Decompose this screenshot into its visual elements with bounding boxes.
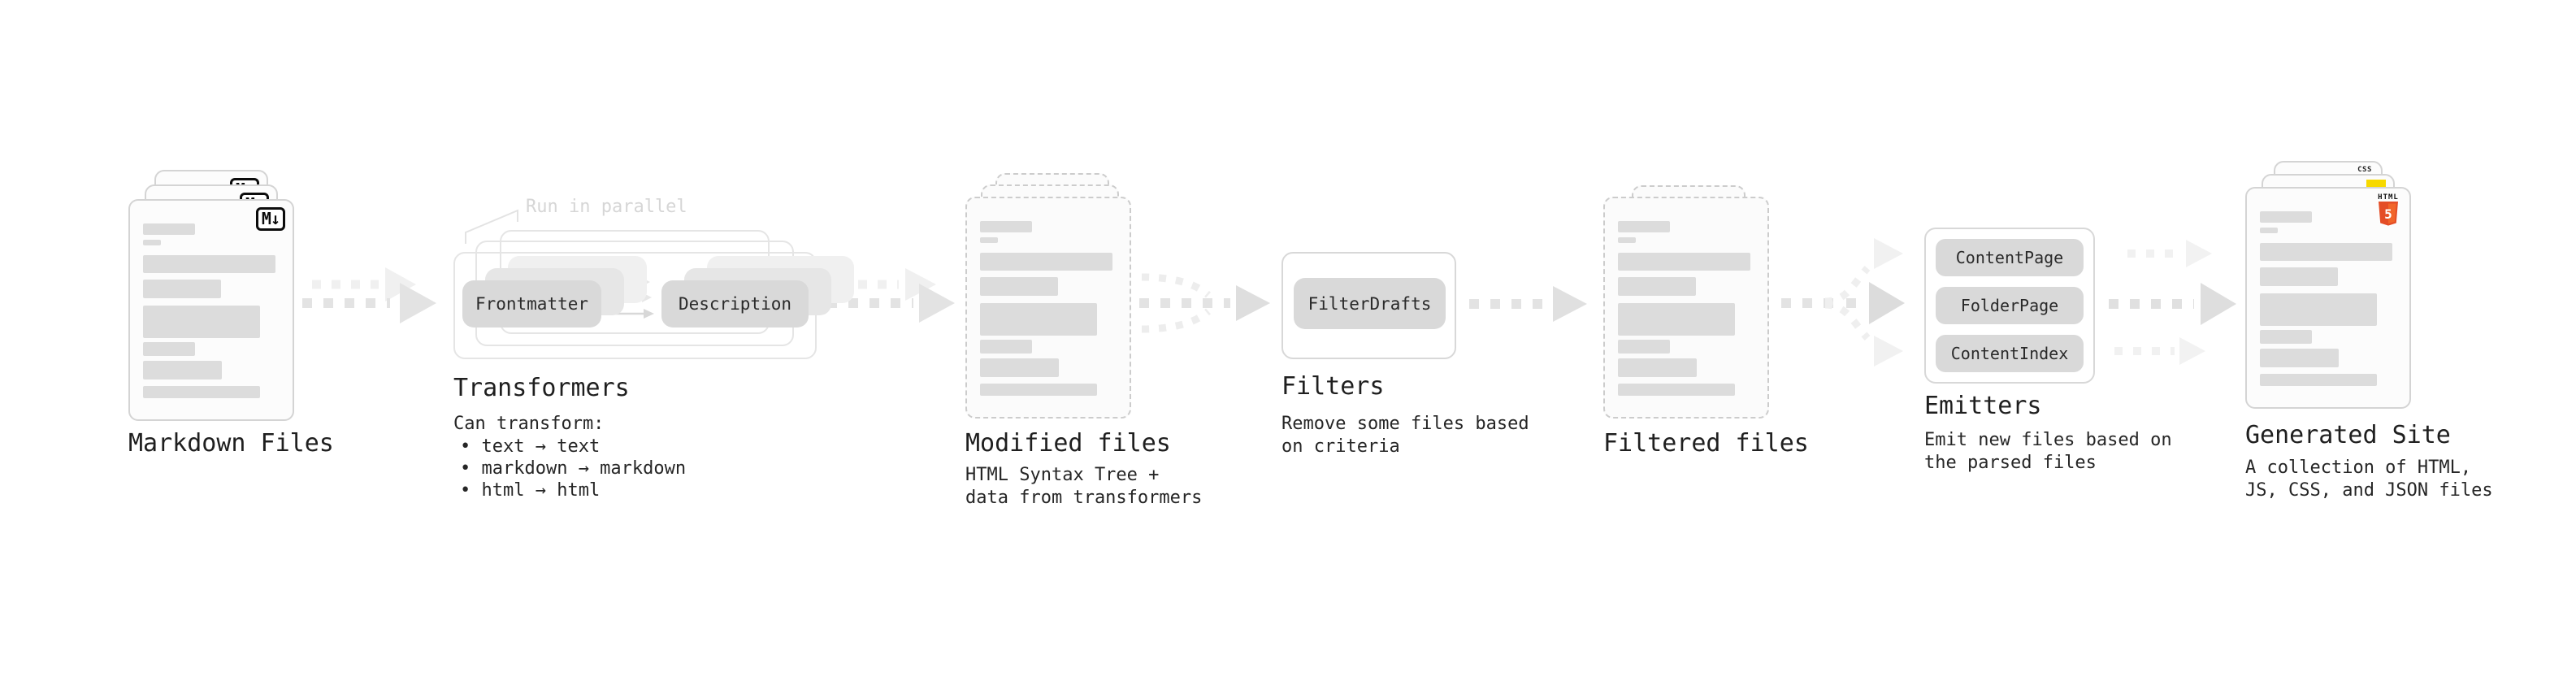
- markdown-doc-front: M↓: [128, 199, 294, 421]
- css-icon-label: CSS: [2357, 166, 2372, 174]
- transformers-bullet-list: • text → text • markdown → markdown • ht…: [460, 436, 686, 501]
- desc-line: on criteria: [1281, 436, 1400, 457]
- text-line-bar: [1618, 277, 1696, 296]
- arrow-modified-to-filters-merge: [1139, 273, 1270, 333]
- text-line-bar: [980, 384, 1098, 396]
- text-line-bar: [1618, 384, 1736, 396]
- stage-label-generated-site: Generated Site: [2245, 421, 2451, 449]
- bullet-item: • markdown → markdown: [460, 458, 687, 479]
- text-line-bar: [2260, 228, 2278, 233]
- text-line-bar: [980, 221, 1032, 232]
- doc-text-placeholder-bars: [980, 221, 1117, 396]
- text-line-bar: [2260, 330, 2312, 344]
- text-line-bar: [980, 340, 1032, 354]
- text-line-bar: [143, 240, 161, 245]
- contentindex-pill: ContentIndex: [1936, 335, 2084, 372]
- stage-label-modified-files: Modified files: [965, 429, 1171, 458]
- text-line-bar: [2260, 349, 2340, 367]
- text-line-bar: [143, 255, 275, 273]
- stage-label-markdown-files: Markdown Files: [128, 429, 334, 458]
- text-line-bar: [143, 386, 261, 398]
- text-line-bar: [1618, 237, 1636, 243]
- doc-text-placeholder-bars: [2260, 211, 2396, 386]
- run-in-parallel-callout: Run in parallel: [526, 197, 687, 217]
- desc-line: A collection of HTML,: [2245, 458, 2472, 478]
- desc-line: HTML Syntax Tree +: [965, 465, 1160, 485]
- arrow-markdown-to-transformers: [302, 267, 436, 323]
- stage-label-filters: Filters: [1281, 372, 1385, 401]
- markdown-icon: M↓: [255, 207, 285, 231]
- stage-label-emitters: Emitters: [1924, 392, 2042, 420]
- contentpage-pill: ContentPage: [1936, 239, 2084, 276]
- text-line-bar: [1618, 358, 1698, 377]
- text-line-bar: [1618, 340, 1670, 354]
- html5-icon-label: HTML: [2378, 193, 2399, 202]
- svg-text:5: 5: [2384, 206, 2392, 222]
- text-line-bar: [143, 306, 261, 338]
- description-pill: Description: [661, 280, 809, 327]
- html5-icon: HTML 5: [2374, 193, 2402, 226]
- frontmatter-pill: Frontmatter: [462, 280, 601, 327]
- emitter-pill-list: ContentPage FolderPage ContentIndex: [1926, 229, 2093, 382]
- transformers-subtitle: Can transform:: [453, 414, 605, 434]
- filtered-doc-front: [1603, 197, 1769, 419]
- text-line-bar: [2260, 243, 2392, 261]
- text-line-bar: [980, 253, 1112, 271]
- text-line-bar: [143, 361, 223, 380]
- desc-line: Remove some files based: [1281, 414, 1529, 434]
- arrow-filters-to-filtered: [1469, 286, 1587, 322]
- doc-text-placeholder-bars: [1618, 221, 1754, 396]
- text-line-bar: [980, 358, 1060, 377]
- filters-description: Remove some files based on criteria: [1281, 413, 1529, 458]
- text-line-bar: [2260, 293, 2378, 326]
- emitters-description: Emit new files based on the parsed files: [1924, 429, 2172, 475]
- html5-shield: 5: [2379, 202, 2398, 226]
- bullet-item: • text → text: [460, 436, 601, 457]
- modified-doc-front: [965, 197, 1131, 419]
- desc-line: data from transformers: [965, 488, 1203, 508]
- desc-line: Emit new files based on: [1924, 430, 2172, 450]
- text-line-bar: [1618, 221, 1670, 232]
- desc-line: the parsed files: [1924, 453, 2097, 473]
- text-line-bar: [143, 280, 221, 298]
- text-line-bar: [980, 277, 1058, 296]
- modified-files-description: HTML Syntax Tree + data from transformer…: [965, 464, 1202, 510]
- desc-line: JS, CSS, and JSON files: [2245, 480, 2493, 501]
- text-line-bar: [980, 237, 998, 243]
- text-line-bar: [2260, 374, 2378, 386]
- text-line-bar: [980, 303, 1098, 336]
- generated-doc-html: HTML 5: [2245, 187, 2411, 409]
- filterdrafts-pill: FilterDrafts: [1294, 278, 1446, 329]
- text-line-bar: [2260, 211, 2312, 223]
- folderpage-pill: FolderPage: [1936, 287, 2084, 324]
- generated-site-description: A collection of HTML, JS, CSS, and JSON …: [2245, 457, 2493, 502]
- text-line-bar: [143, 223, 195, 235]
- text-line-bar: [2260, 267, 2338, 286]
- emitters-box: ContentPage FolderPage ContentIndex: [1924, 228, 2095, 384]
- bullet-item: • html → html: [460, 480, 601, 501]
- text-line-bar: [1618, 303, 1736, 336]
- arrow-emitters-to-generated: [2109, 240, 2236, 365]
- doc-text-placeholder-bars: [143, 223, 280, 398]
- stage-label-filtered-files: Filtered files: [1603, 429, 1809, 458]
- arrow-filtered-to-emitters-split: [1781, 238, 1905, 367]
- text-line-bar: [1618, 253, 1750, 271]
- text-line-bar: [143, 342, 195, 356]
- stage-label-transformers: Transformers: [453, 374, 630, 402]
